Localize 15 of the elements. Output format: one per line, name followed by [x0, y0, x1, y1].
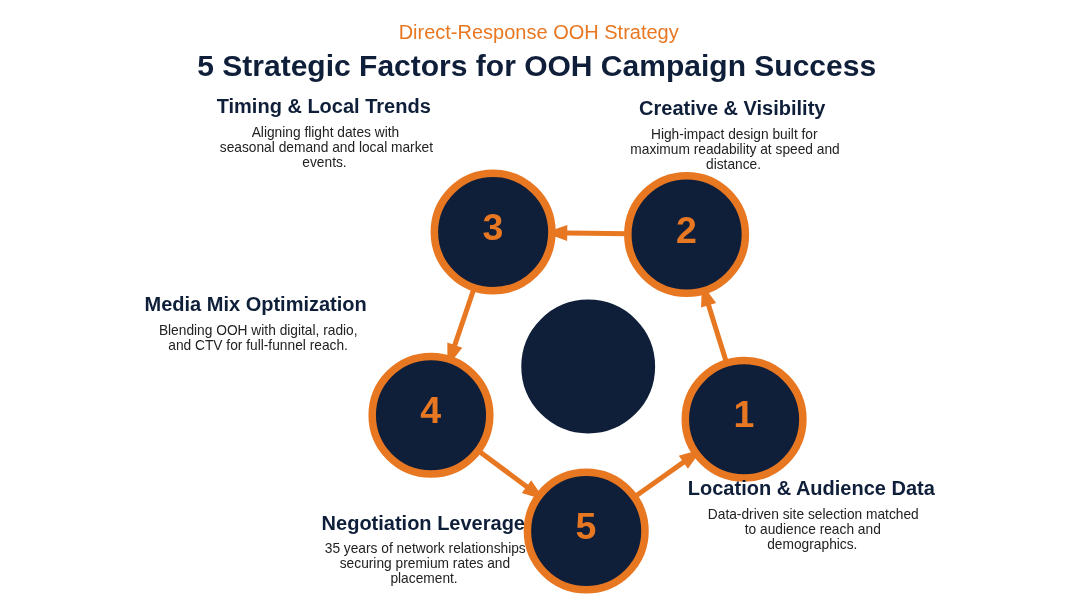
node-circle: 4	[368, 352, 494, 478]
node-circle	[521, 299, 656, 434]
node-label: Negotiation Leverage	[321, 511, 525, 534]
node-label: Blending OOH with digital, radio, and CTV for full-funnel reach.	[158, 322, 358, 353]
node-label: Aligning flight dates with seasonal demand and local market events.	[219, 124, 434, 170]
node-label: 35 years of network relationships securing premium rates and placement.	[324, 541, 526, 587]
node-label: High-impact design built for maximum readability at speed and distance.	[630, 127, 840, 173]
node-label: Media Mix Optimization	[144, 293, 367, 316]
diagram-title: 5 Strategic Factors for OOH Campaign Success	[197, 48, 877, 82]
node-label: Creative & Visibility	[639, 97, 826, 120]
node-label: Data-driven site selection matched to audience reach and demographics.	[707, 507, 919, 553]
node-circle: 2	[624, 171, 750, 297]
label: Direct-Response OOH Strategy	[398, 21, 679, 44]
node-circle: 3	[430, 169, 556, 295]
node-label: Timing & Local Trends	[216, 94, 431, 117]
